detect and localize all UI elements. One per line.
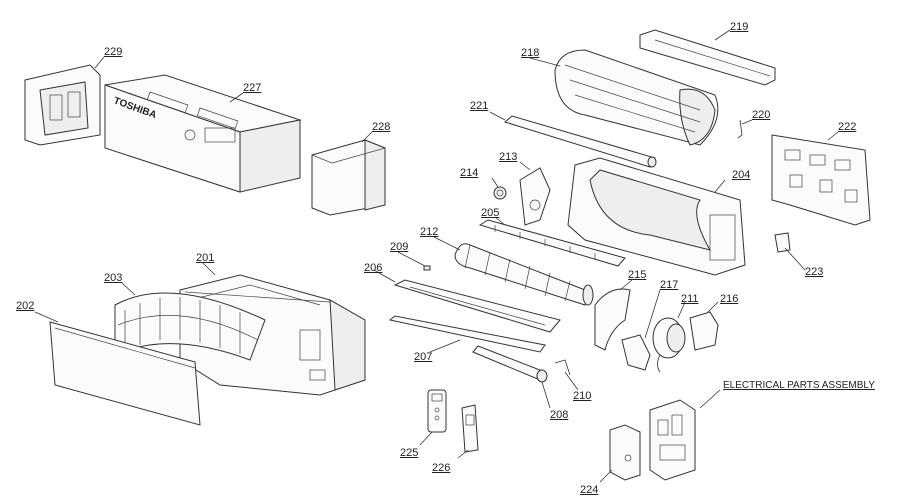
- label-217: 217: [660, 279, 679, 291]
- part-221-pipe: [503, 115, 657, 168]
- part-229-packing-end: [24, 64, 101, 146]
- label-226: 226: [432, 462, 451, 474]
- part-218-heat-exchanger: [554, 49, 719, 146]
- label-205: 205: [481, 207, 500, 219]
- part-203-air-filter: [114, 292, 266, 361]
- part-220-clip: [737, 119, 743, 139]
- part-216-motor-cover: [689, 311, 719, 351]
- label-209: 209: [390, 241, 409, 253]
- label-224: 224: [580, 484, 599, 496]
- part-204-rear-frame: [567, 157, 746, 276]
- leader-lines: [34, 29, 839, 483]
- part-207-horizontal-louver: [388, 315, 546, 353]
- label-202: 202: [16, 300, 35, 312]
- label-206: 206: [364, 262, 383, 274]
- label-204: 204: [732, 169, 751, 181]
- label-207: 207: [414, 351, 433, 363]
- label-212: 212: [420, 226, 439, 238]
- part-219-top-cover: [639, 29, 776, 86]
- label-221: 221: [470, 100, 489, 112]
- label-222: 222: [838, 121, 857, 133]
- part-223-bracket: [774, 232, 791, 253]
- part-205-louver-assembly: [478, 219, 626, 267]
- part-217-motor-base: [621, 334, 651, 371]
- part-222-installation-plate: [771, 134, 871, 226]
- label-228: 228: [372, 121, 391, 133]
- part-226-remote-holder: [461, 404, 479, 453]
- part-228-accessory-box: [311, 139, 386, 216]
- part-212-cross-flow-fan: [454, 243, 594, 306]
- part-210-sensor: [554, 359, 571, 376]
- label-219: 219: [730, 21, 749, 33]
- label-electrical-parts-assembly: ELECTRICAL PARTS ASSEMBLY: [723, 380, 875, 391]
- part-213-bearing-support: [519, 167, 551, 226]
- part-206-drain-pan: [393, 279, 561, 333]
- label-229: 229: [104, 46, 123, 58]
- part-209-screw: [423, 265, 431, 271]
- part-227-carton-box: TOSHIBA: [104, 74, 302, 193]
- label-201: 201: [196, 252, 215, 264]
- label-203: 203: [104, 272, 123, 284]
- part-211-fan-motor: [652, 317, 686, 373]
- label-215: 215: [628, 269, 647, 281]
- label-211: 211: [681, 293, 699, 305]
- label-216: 216: [720, 293, 739, 305]
- electrical-parts-assembly: [649, 399, 696, 481]
- label-227: 227: [243, 82, 262, 94]
- label-214: 214: [460, 167, 479, 179]
- label-223: 223: [805, 266, 824, 278]
- part-215-motor-band: [594, 288, 631, 351]
- label-210: 210: [573, 390, 592, 402]
- label-225: 225: [400, 447, 419, 459]
- part-214-bearing: [493, 186, 507, 200]
- label-208: 208: [550, 409, 569, 421]
- label-220: 220: [752, 109, 771, 121]
- part-224-terminal-cover: [609, 424, 641, 481]
- part-225-remote-control: [427, 389, 447, 433]
- part-202-front-panel: [49, 321, 201, 426]
- label-213: 213: [499, 151, 518, 163]
- label-218: 218: [521, 47, 540, 59]
